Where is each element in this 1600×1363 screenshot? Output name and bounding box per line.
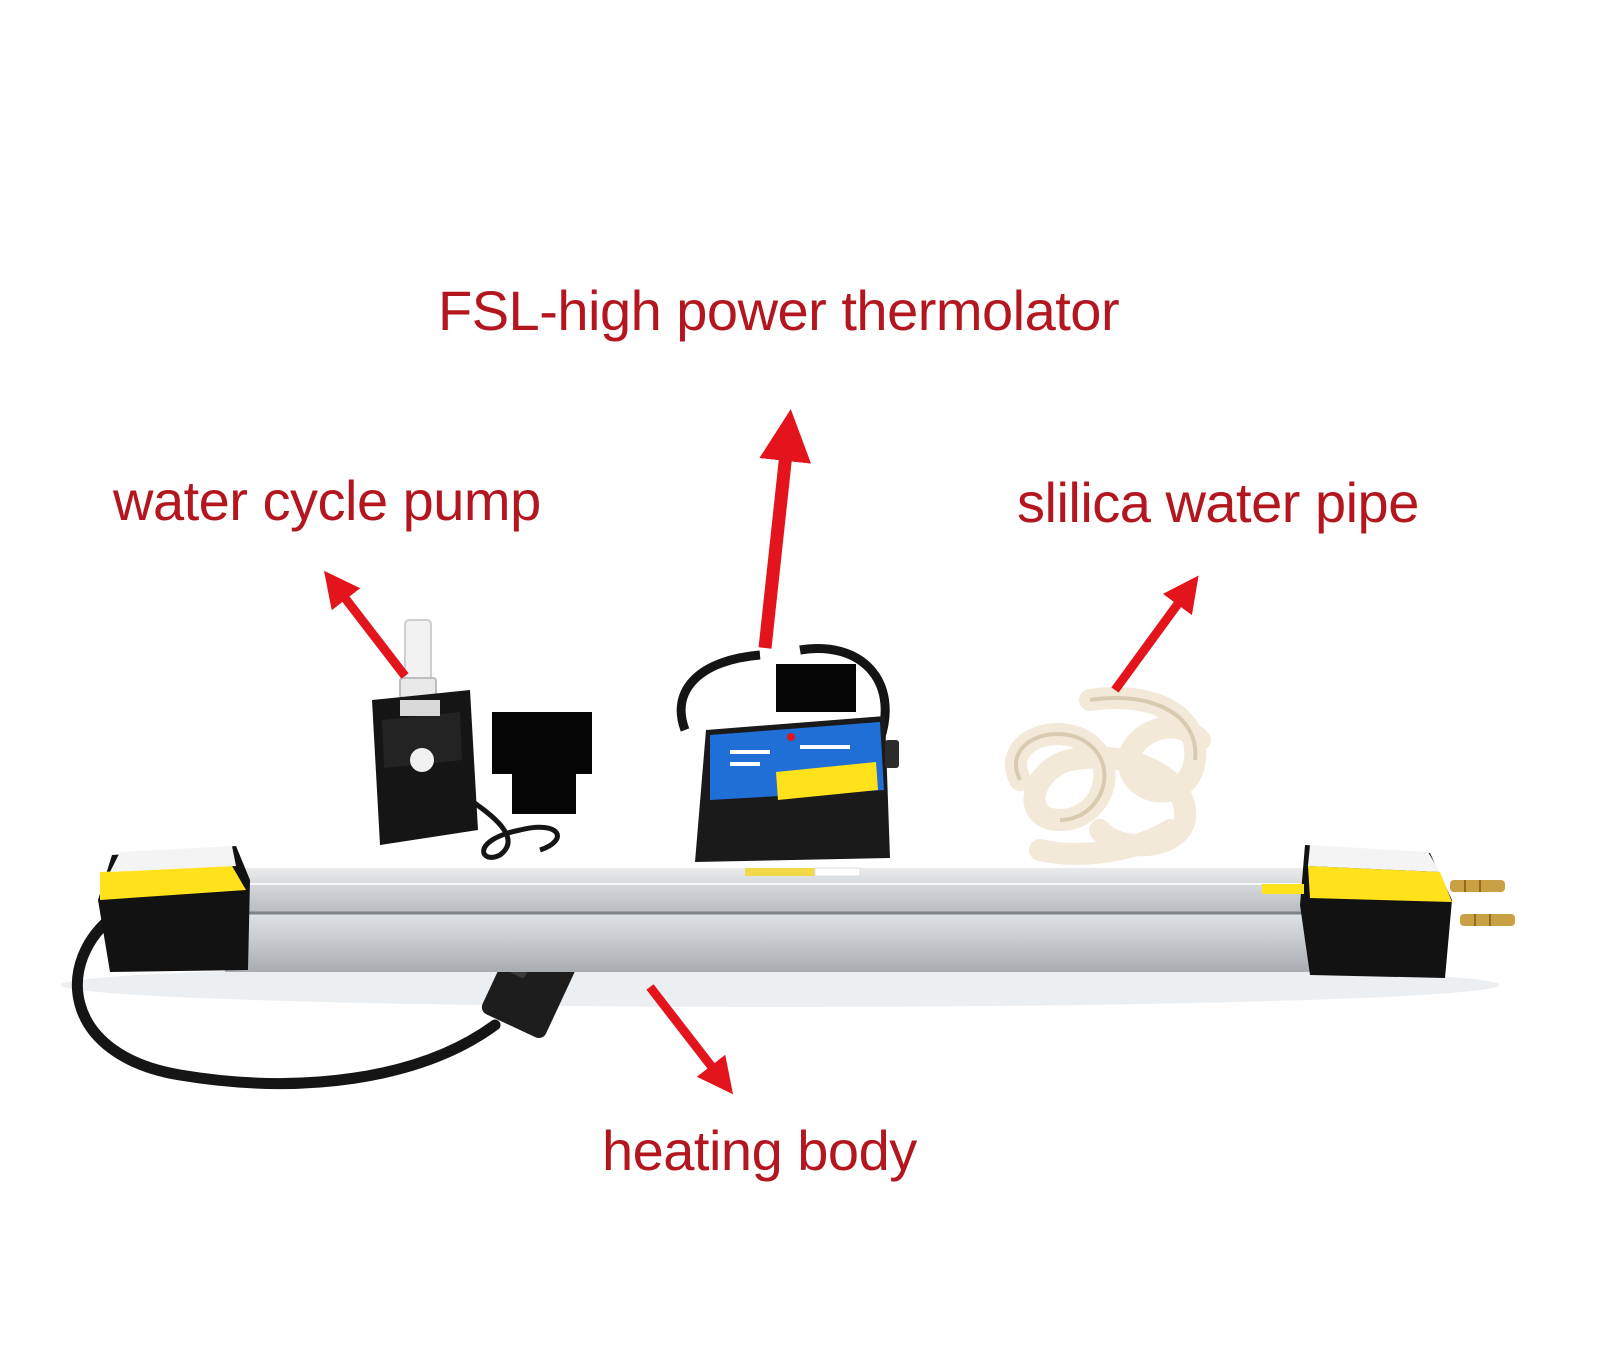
arrow-to-thermolator	[758, 409, 812, 649]
thermolator-controller	[676, 644, 899, 862]
heating-body	[98, 845, 1515, 978]
silicone-pipe-shading	[1014, 696, 1198, 822]
silicone-pipe	[1005, 687, 1211, 865]
arrow-to-heating-body	[646, 984, 734, 1095]
arrow-to-pipe	[1111, 575, 1199, 693]
water-pump	[372, 619, 592, 860]
rail-shadow	[60, 963, 1500, 1007]
pump-label: water cycle pump	[113, 469, 541, 532]
pipe-label: slilica water pipe	[1017, 471, 1419, 534]
thermolator-label: FSL-high power thermolator	[438, 279, 1120, 342]
heating-body-label: heating body	[602, 1119, 917, 1182]
brass-nozzles	[1450, 880, 1515, 926]
arrow-to-pump	[324, 570, 409, 679]
left-end-cap	[98, 846, 250, 972]
power-cable	[71, 909, 501, 1089]
right-end-cap	[1262, 845, 1452, 978]
